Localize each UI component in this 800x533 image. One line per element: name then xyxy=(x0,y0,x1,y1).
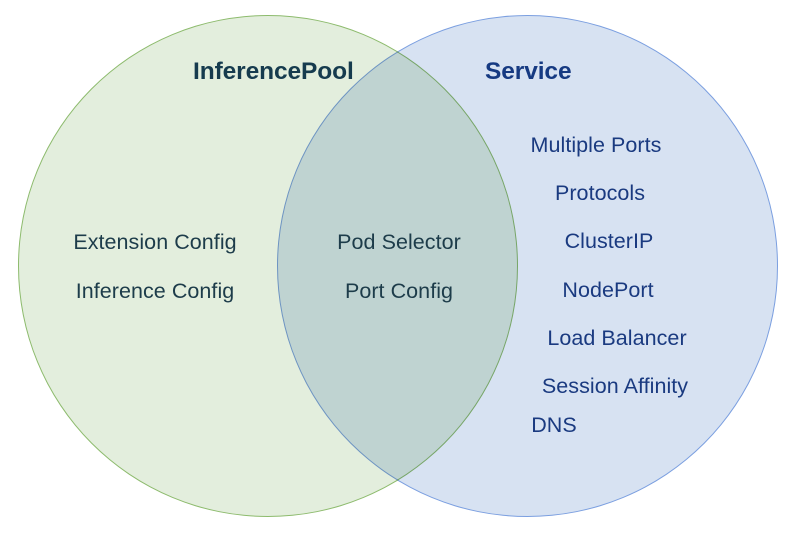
shared-item: Port Config xyxy=(344,279,454,303)
service-circle xyxy=(277,15,778,517)
service-item: ClusterIP xyxy=(564,229,654,253)
service-title: Service xyxy=(485,58,572,85)
service-item: Session Affinity xyxy=(541,374,689,398)
inference-pool-title: InferencePool xyxy=(193,58,354,85)
service-item: DNS xyxy=(531,413,577,437)
inference-pool-item: Extension Config xyxy=(73,230,237,254)
service-item: Load Balancer xyxy=(547,326,687,350)
shared-item: Pod Selector xyxy=(337,230,461,254)
inference-pool-item: Inference Config xyxy=(75,279,235,303)
service-item: Protocols xyxy=(554,181,646,205)
service-item: NodePort xyxy=(562,278,654,302)
service-item: Multiple Ports xyxy=(530,133,662,157)
